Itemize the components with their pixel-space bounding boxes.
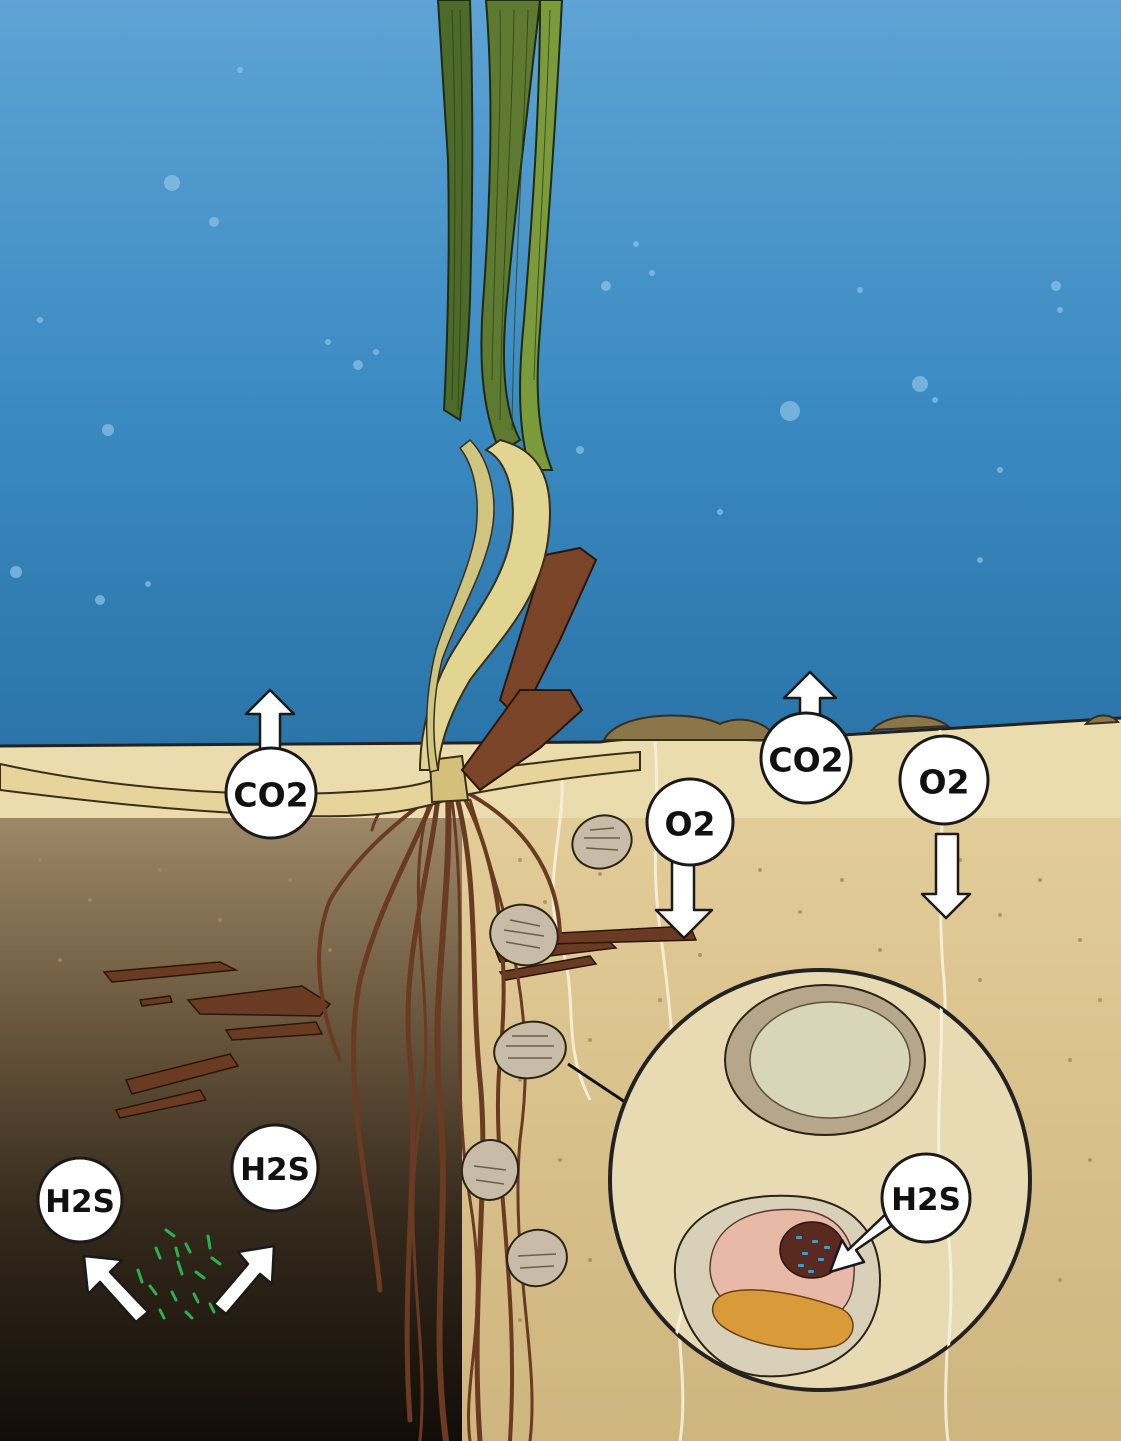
label-co2-left: CO2	[226, 748, 316, 838]
label-h2s-middle: H2S	[232, 1125, 318, 1211]
label-h2s-middle-text: H2S	[240, 1152, 310, 1188]
label-o2-left: O2	[647, 779, 733, 865]
label-co2-left-text: CO2	[233, 776, 308, 815]
label-o2-right: O2	[900, 736, 988, 824]
label-o2-left-text: O2	[664, 805, 715, 844]
label-o2-right-text: O2	[918, 763, 969, 802]
label-h2s-inset: H2S	[882, 1154, 970, 1242]
label-h2s-left-text: H2S	[45, 1184, 115, 1220]
anoxic-sediment	[0, 818, 462, 1441]
label-co2-right-text: CO2	[768, 741, 843, 780]
label-co2-right: CO2	[761, 713, 851, 803]
label-h2s-left: H2S	[38, 1158, 122, 1242]
label-h2s-inset-text: H2S	[891, 1182, 961, 1218]
